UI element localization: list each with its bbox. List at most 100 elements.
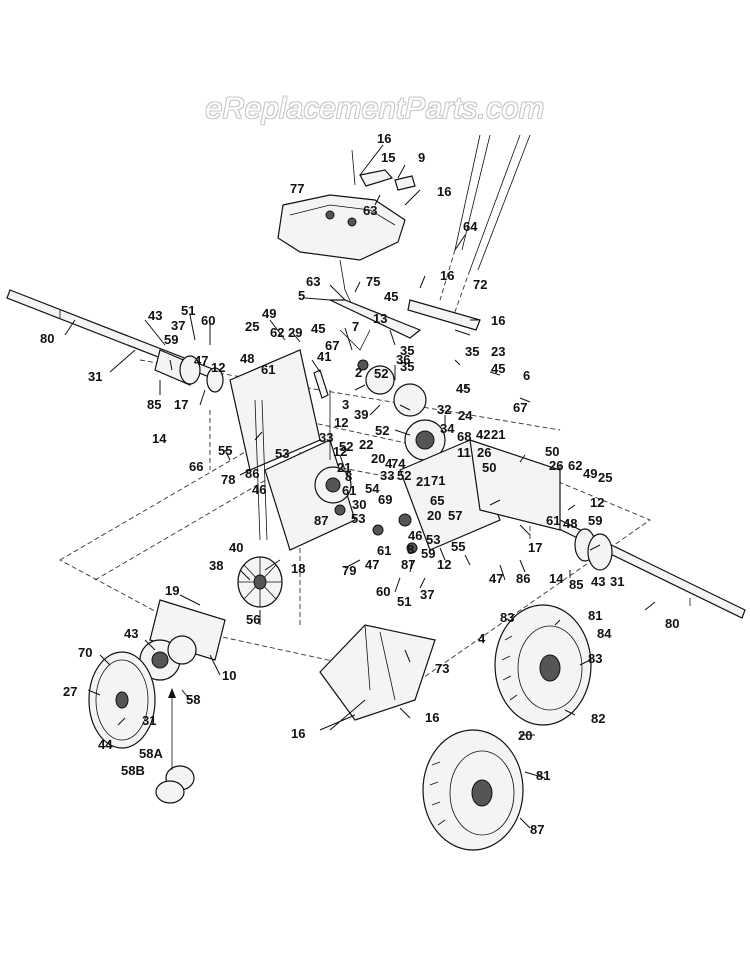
callout-label: 41 — [317, 349, 331, 364]
callout-label: 19 — [165, 583, 179, 598]
callout-label: 16 — [437, 184, 451, 199]
callout-label: 31 — [142, 713, 156, 728]
callout-label: 39 — [354, 407, 368, 422]
callout-label: 86 — [245, 466, 259, 481]
callout-label: 18 — [291, 561, 305, 576]
callout-label: 53 — [351, 511, 365, 526]
callout-label: 3 — [342, 397, 349, 412]
callout-label: 16 — [491, 313, 505, 328]
callout-label: 48 — [563, 516, 577, 531]
callout-label: 12 — [590, 495, 604, 510]
tire-left — [422, 729, 524, 851]
callout-label: 83 — [500, 610, 514, 625]
callout-label: 16 — [440, 268, 454, 283]
transmission-assembly — [229, 329, 561, 554]
watermark: eReplacementParts.com — [205, 92, 545, 125]
callout-label: 37 — [420, 587, 434, 602]
callout-label: 46 — [408, 528, 422, 543]
callout-label: 69 — [378, 492, 392, 507]
callout-label: 7 — [352, 319, 359, 334]
callout-label: 86 — [516, 571, 530, 586]
callout-label: 61 — [261, 362, 275, 377]
callout-label: 55 — [218, 443, 232, 458]
callout-label: 22 — [359, 437, 373, 452]
callout-label: 73 — [435, 661, 449, 676]
callout-label: 11 — [457, 445, 471, 460]
callout-label: 21 — [337, 460, 351, 475]
drive-pulley-assembly — [88, 599, 226, 804]
callout-label: 23 — [491, 344, 505, 359]
callout-label: 26 — [477, 445, 491, 460]
callout-label: 15 — [381, 150, 395, 165]
callout-label: 50 — [482, 460, 496, 475]
callout-label: 63 — [306, 274, 320, 289]
callout-label: 52 — [374, 366, 388, 381]
callout-label: 74 — [391, 456, 406, 471]
callout-label: 61 — [377, 543, 391, 558]
callout-label: 42 — [476, 427, 490, 442]
callout-label: 78 — [221, 472, 235, 487]
callout-label: 4 — [478, 631, 486, 646]
callout-label: 36 — [396, 352, 410, 367]
callout-label: 8 — [407, 542, 414, 557]
callout-label: 40 — [229, 540, 243, 555]
callout-label: 46 — [252, 482, 266, 497]
callout-label: 2 — [355, 365, 362, 380]
callout-label: 59 — [588, 513, 602, 528]
callout-label: 31 — [610, 574, 624, 589]
callout-label: 31 — [88, 369, 102, 384]
callout-label: 47 — [194, 353, 208, 368]
callout-label: 44 — [98, 737, 113, 752]
callout-label: 45 — [491, 361, 505, 376]
callout-label: 49 — [583, 466, 597, 481]
callout-label: 17 — [528, 540, 542, 555]
tire-right — [494, 604, 592, 726]
callout-label: 60 — [376, 584, 390, 599]
callout-label: 14 — [549, 571, 564, 586]
callout-label: 85 — [147, 397, 161, 412]
callout-label: 34 — [440, 421, 455, 436]
callout-label: 16 — [291, 726, 305, 741]
callout-label: 29 — [288, 325, 302, 340]
callout-label: 33 — [319, 430, 333, 445]
callout-label: 13 — [373, 311, 387, 326]
callout-label: 61 — [546, 513, 560, 528]
callout-label: 81 — [536, 768, 550, 783]
callout-label: 59 — [421, 546, 435, 561]
axle-left — [6, 289, 224, 393]
callout-label: 14 — [152, 431, 167, 446]
callout-label: 45 — [311, 321, 325, 336]
callout-label: 21 — [491, 427, 505, 442]
leader-lines — [64, 144, 656, 829]
callout-label: 20 — [518, 728, 532, 743]
callout-label: 54 — [365, 481, 380, 496]
control-panel-assembly — [277, 134, 531, 339]
callout-label: 12 — [437, 557, 451, 572]
friction-wheel — [237, 556, 283, 608]
callout-label: 21 — [416, 474, 430, 489]
callout-label: 49 — [262, 306, 276, 321]
callout-label: 60 — [201, 313, 215, 328]
callout-label: 53 — [275, 446, 289, 461]
callout-label: 59 — [164, 332, 178, 347]
callout-label: 25 — [245, 319, 259, 334]
callout-label: 71 — [431, 473, 445, 488]
callout-label: 82 — [591, 711, 605, 726]
callout-label: 45 — [456, 381, 470, 396]
callout-label: 87 — [401, 557, 415, 572]
callout-label: 16 — [425, 710, 439, 725]
callout-label: 62 — [568, 458, 582, 473]
callout-label: 52 — [397, 468, 411, 483]
callout-label: 70 — [78, 645, 92, 660]
callout-label: 62 — [270, 325, 284, 340]
callout-label: 87 — [530, 822, 544, 837]
callout-label: 35 — [465, 344, 479, 359]
callout-label: 53 — [426, 532, 440, 547]
callout-label: 17 — [174, 397, 188, 412]
callout-label: 4 — [385, 456, 393, 471]
callout-label: 58B — [121, 763, 145, 778]
callout-label: 33 — [380, 468, 394, 483]
callout-label: 66 — [189, 459, 203, 474]
callout-label: 6 — [523, 368, 530, 383]
callout-label: 57 — [448, 508, 462, 523]
